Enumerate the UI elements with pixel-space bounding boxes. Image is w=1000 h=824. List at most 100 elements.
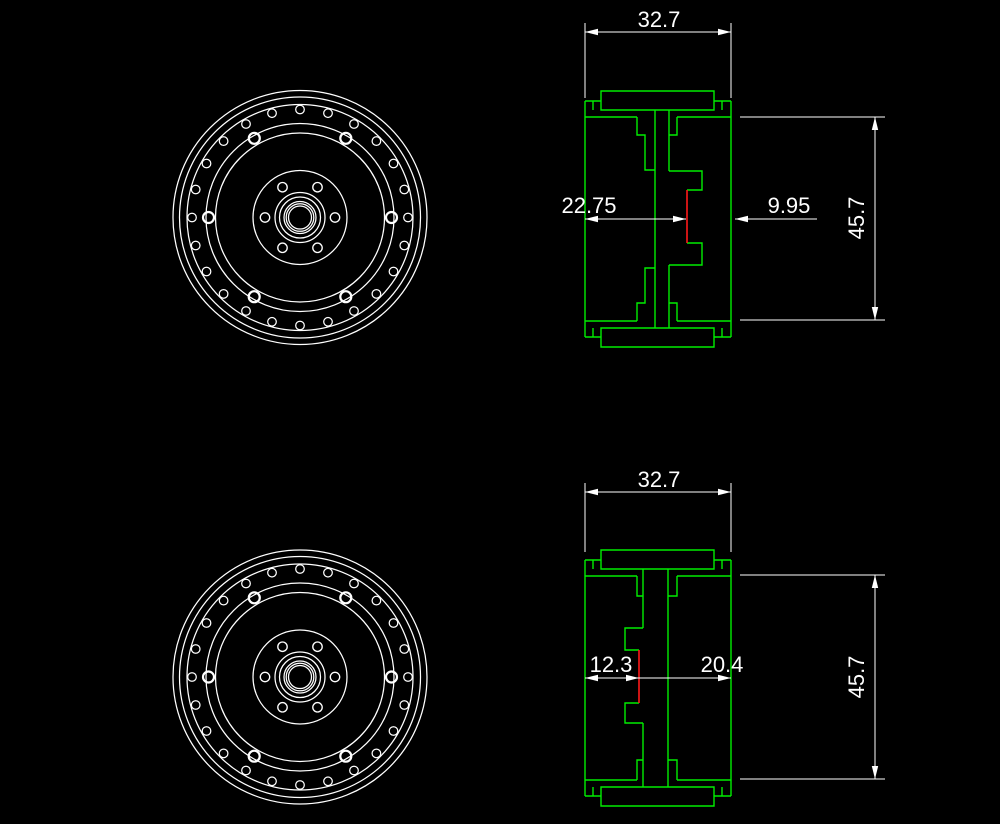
wheel-circle bbox=[339, 591, 353, 605]
wheel-circle bbox=[388, 158, 399, 169]
wheel-circle bbox=[388, 618, 399, 628]
front-view-wheel-bottom bbox=[172, 549, 428, 805]
dim-text-top-width: 32.7 bbox=[638, 7, 681, 32]
wheel-circle bbox=[399, 184, 410, 195]
wheel-circle bbox=[277, 181, 288, 193]
wheel-circle bbox=[259, 212, 271, 223]
wheel-circle bbox=[312, 641, 323, 653]
wheel-circle bbox=[241, 119, 251, 129]
dim-arrow bbox=[673, 215, 686, 223]
dim-arrow bbox=[735, 215, 748, 223]
wheel-circle bbox=[295, 320, 305, 331]
wheel-circle bbox=[190, 240, 201, 251]
dim-bottom-height-lines bbox=[740, 574, 885, 780]
wheel-circle bbox=[295, 780, 305, 790]
wheel-circle bbox=[403, 212, 413, 223]
dim-arrow bbox=[585, 215, 598, 223]
wheel-circle bbox=[339, 749, 353, 763]
wheel-circle bbox=[205, 122, 395, 313]
wheel-circle bbox=[403, 672, 413, 682]
wheel-circle bbox=[201, 618, 212, 628]
wheel-circle bbox=[186, 563, 414, 791]
wheel-circle bbox=[172, 549, 428, 805]
wheel-circle bbox=[267, 776, 277, 787]
wheel-circle bbox=[190, 184, 201, 195]
wheel-circle bbox=[329, 212, 341, 223]
wheel-circle bbox=[285, 662, 315, 692]
wheel-circle bbox=[371, 136, 382, 147]
dim-arrow bbox=[871, 575, 879, 588]
wheel-circle bbox=[399, 700, 410, 710]
dim-arrow bbox=[871, 766, 879, 779]
wheel-circle bbox=[323, 776, 333, 787]
wheel-circle bbox=[384, 670, 399, 684]
wheel-circle bbox=[371, 748, 382, 759]
wheel-circle bbox=[384, 210, 399, 225]
wheel-circle bbox=[267, 567, 277, 578]
wheel-circle bbox=[201, 158, 212, 169]
wheel-circle bbox=[247, 131, 261, 145]
wheel-circle bbox=[277, 242, 288, 254]
dim-bottom-width-lines bbox=[584, 483, 732, 552]
wheel-circle bbox=[312, 242, 323, 254]
dim-arrow bbox=[585, 488, 598, 496]
wheel-circle bbox=[329, 671, 341, 683]
wheel-circle bbox=[218, 288, 229, 299]
wheel-circle bbox=[201, 726, 212, 736]
wheel-circle bbox=[323, 316, 333, 327]
wheel-circle bbox=[214, 591, 386, 763]
wheel-circle bbox=[274, 651, 326, 703]
wheel-circle bbox=[277, 641, 288, 653]
wheel-circle bbox=[277, 701, 288, 713]
front-view-wheel-top bbox=[172, 89, 428, 346]
wheel-circle bbox=[349, 765, 359, 776]
wheel-circle bbox=[205, 582, 395, 772]
wheel-circle bbox=[388, 266, 399, 277]
wheel-circle bbox=[247, 591, 261, 605]
wheel-circle bbox=[339, 131, 353, 145]
dim-text-bottom-offset-left: 12.3 bbox=[590, 652, 633, 677]
dim-top-height-lines bbox=[740, 116, 885, 321]
dim-arrow bbox=[718, 674, 731, 682]
wheel-circle bbox=[267, 316, 277, 327]
wheel-circle bbox=[201, 670, 216, 684]
dim-text-bottom-offset-right: 20.4 bbox=[701, 652, 744, 677]
wheel-circle bbox=[295, 564, 305, 574]
wheel-circle bbox=[323, 108, 333, 119]
wheel-circle bbox=[178, 96, 422, 339]
wheel-circle bbox=[312, 181, 323, 193]
wheel-circle bbox=[218, 136, 229, 147]
wheel-circle bbox=[339, 290, 353, 304]
wheel-circle bbox=[214, 132, 386, 303]
dim-arrow bbox=[626, 674, 639, 682]
wheel-circle bbox=[190, 700, 201, 710]
wheel-circle bbox=[247, 749, 261, 763]
wheel-circle bbox=[349, 578, 359, 589]
wheel-circle bbox=[371, 288, 382, 299]
wheel-circle bbox=[241, 306, 251, 316]
dim-text-top-offset-right: 9.95 bbox=[768, 193, 811, 218]
wheel-circle bbox=[278, 655, 322, 699]
wheel-circle bbox=[399, 644, 410, 654]
wheel-circle bbox=[172, 89, 428, 346]
wheel-circle bbox=[287, 664, 313, 690]
wheel-circle bbox=[283, 200, 317, 235]
wheel-circle bbox=[190, 644, 201, 654]
wheel-circle bbox=[187, 212, 197, 223]
wheel-circle bbox=[241, 578, 251, 589]
wheel-circle bbox=[259, 671, 271, 683]
wheel-circle bbox=[178, 555, 422, 799]
wheel-circle bbox=[283, 660, 317, 694]
dim-arrow bbox=[871, 307, 879, 320]
dim-arrow bbox=[585, 28, 598, 36]
dim-text-top-height: 45.7 bbox=[844, 197, 869, 240]
wheel-circle bbox=[218, 748, 229, 759]
wheel-circle bbox=[201, 210, 216, 225]
wheel-circle bbox=[295, 104, 305, 115]
wheel-circle bbox=[349, 306, 359, 316]
dim-text-bottom-width: 32.7 bbox=[638, 467, 681, 492]
wheel-circle bbox=[399, 240, 410, 251]
wheel-circle bbox=[252, 629, 348, 725]
wheel-circle bbox=[287, 205, 313, 230]
wheel-circle bbox=[241, 765, 251, 776]
